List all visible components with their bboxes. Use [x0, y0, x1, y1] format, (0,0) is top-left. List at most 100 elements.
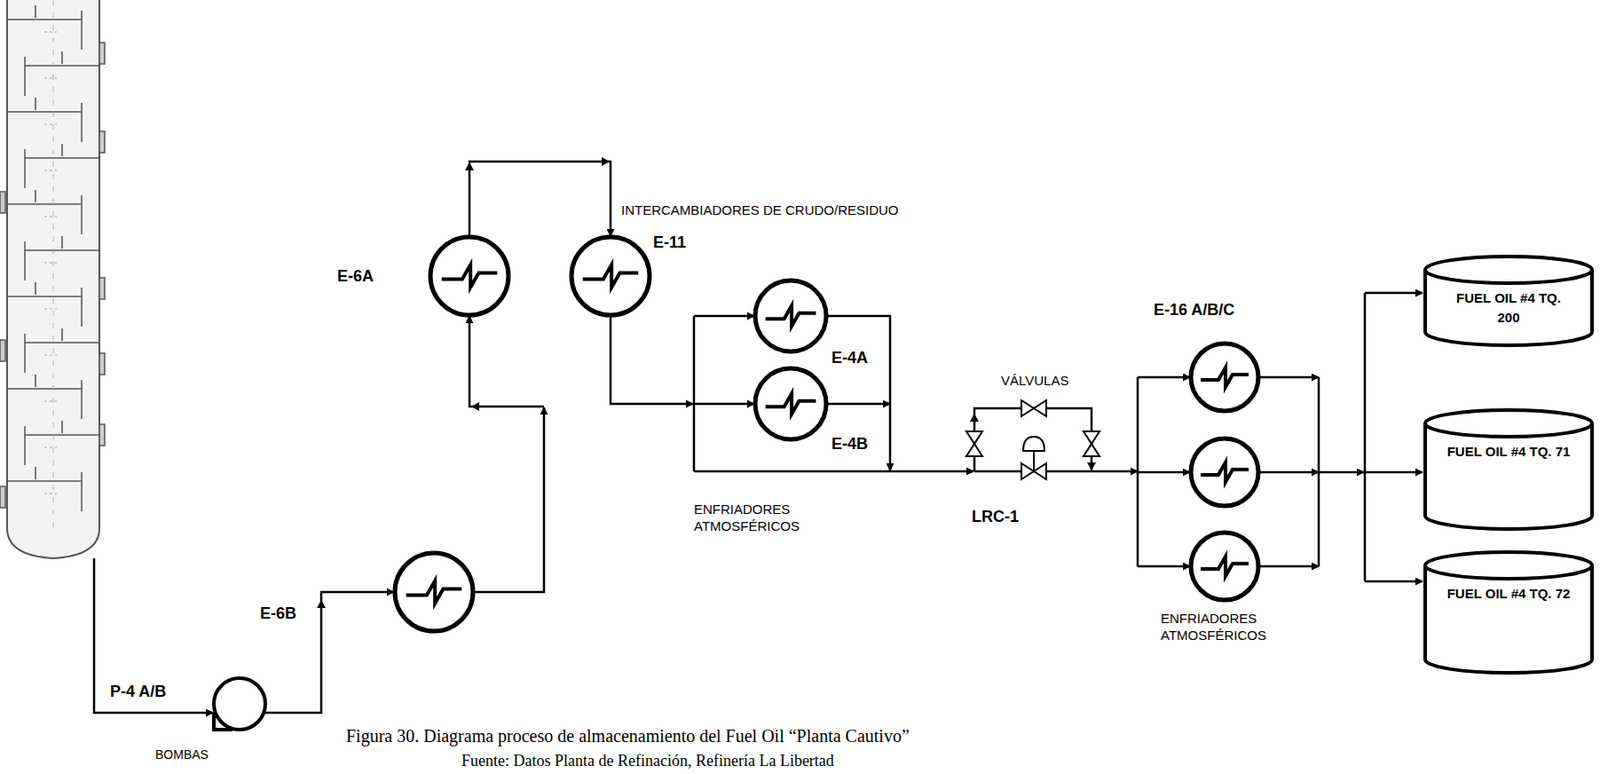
equipment-label: BOMBAS [155, 747, 209, 764]
tank-outline [1422, 408, 1595, 531]
tower-nozzle [99, 424, 105, 446]
tower-cap [61, 328, 64, 341]
tower-tray [24, 157, 100, 159]
tower-detail [44, 170, 57, 172]
pipe-line [469, 315, 544, 407]
heat-exchanger-symbol [1190, 532, 1259, 600]
heat-exchanger-coil [765, 393, 817, 414]
tower-detail [44, 401, 57, 402]
tower-detail [44, 124, 57, 126]
pipe-line [693, 315, 696, 472]
flow-arrow [969, 413, 979, 422]
tower-nozzle [99, 42, 105, 64]
tank-label: FUEL OIL #4 TQ. 200 [1446, 288, 1571, 328]
pipe-line [1137, 471, 1191, 474]
heat-exchanger-coil [1200, 556, 1249, 576]
equipment-label: VÁLVULAS [1000, 372, 1069, 390]
tower-centerline [53, 0, 55, 533]
tower-cap [61, 420, 64, 434]
pipe-line [472, 407, 544, 592]
tank-body [1425, 256, 1593, 346]
figure-caption: Figura 30. Diagrama proceso de almacenam… [346, 725, 910, 747]
tower-downcomer [23, 149, 26, 189]
heat-exchanger-coil [1200, 462, 1249, 482]
tower-nozzle [0, 191, 6, 213]
pipe-line [693, 315, 755, 318]
tower-cap [61, 236, 64, 249]
tower-detail [44, 308, 57, 310]
equipment-label: E-16 A/B/C [1153, 299, 1235, 321]
equipment-label: P-4 A/B [110, 681, 166, 702]
tank-body [1425, 551, 1593, 673]
tank-body [1425, 409, 1593, 529]
heat-exchanger-coil [583, 264, 639, 287]
tower-cap [34, 97, 37, 111]
heat-exchanger-symbol [571, 236, 650, 316]
pipe-line [1364, 471, 1423, 474]
storage-tank: FUEL OIL #4 TQ. 200 [1422, 254, 1595, 347]
heat-exchanger-symbol [394, 552, 473, 631]
tower-downcomer [23, 241, 26, 281]
heat-exchanger-symbol [430, 236, 509, 316]
tower-detail [44, 216, 57, 218]
pump-base [213, 712, 233, 730]
control-valve-stem [1032, 450, 1035, 472]
pipe-line [974, 408, 1092, 472]
heat-exchanger-coil [406, 580, 463, 603]
tower-nozzle [0, 339, 6, 362]
pump-symbol [213, 677, 266, 730]
tower-cap [34, 466, 37, 480]
pipe-line [610, 315, 694, 404]
pipe-line [1137, 376, 1191, 379]
equipment-label: E-11 [653, 232, 686, 253]
source-note: Fuente: Datos Planta de Refinación, Refi… [461, 751, 835, 771]
tower-downcomer [80, 102, 83, 142]
tower-cap [34, 282, 37, 295]
control-valve-actuator [1023, 436, 1045, 451]
tower-downcomer [23, 56, 26, 96]
tower-downcomer [80, 195, 83, 235]
tower-detail [44, 354, 57, 356]
heat-exchanger-symbol [1190, 438, 1259, 506]
tower-downcomer [23, 333, 26, 373]
tank-label: FUEL OIL #4 TQ. 72 [1446, 583, 1571, 604]
tower-tray [7, 295, 82, 298]
pipe-line [1364, 580, 1423, 584]
equipment-label: E-4A [831, 347, 868, 369]
tower-cap [34, 5, 37, 18]
pipe-line [974, 470, 1138, 473]
storage-tank: FUEL OIL #4 TQ. 71 [1422, 408, 1595, 531]
tower-detail [44, 78, 57, 79]
pipe-line [1259, 376, 1319, 379]
equipment-label: INTERCAMBIADORES DE CRUDO/RESIDUO [621, 202, 899, 220]
heat-exchanger-symbol [1190, 343, 1259, 411]
tower-detail [44, 31, 57, 33]
gate-valve-symbol [966, 431, 983, 457]
flow-arrow [316, 599, 326, 608]
heat-exchanger-symbol [755, 280, 827, 352]
tower-nozzle [99, 131, 105, 153]
pipe-line [1137, 565, 1191, 568]
equipment-label: E-6B [260, 603, 297, 624]
tower-downcomer [80, 10, 83, 50]
tower-detail [44, 447, 57, 449]
pipe-line [1259, 471, 1319, 474]
pipe-line [693, 402, 755, 406]
pipe-line [827, 315, 891, 471]
heat-exchanger-coil [765, 305, 817, 326]
equipment-label: ENFRIADORES ATMOSFÉRICOS [693, 501, 836, 536]
tower-tray [7, 480, 82, 482]
heat-exchanger-symbol [755, 368, 827, 440]
tower-tray [24, 433, 100, 436]
tank-outline [1422, 550, 1595, 675]
tower-downcomer [23, 425, 26, 466]
tower-detail [44, 262, 57, 264]
tower-tray [7, 110, 82, 113]
tank-roof [1425, 269, 1593, 284]
tower-tray [7, 18, 82, 21]
tower-nozzle [0, 486, 6, 508]
heat-exchanger-coil [441, 264, 498, 287]
pipe-line [1363, 292, 1367, 582]
flow-arrow [471, 401, 480, 411]
